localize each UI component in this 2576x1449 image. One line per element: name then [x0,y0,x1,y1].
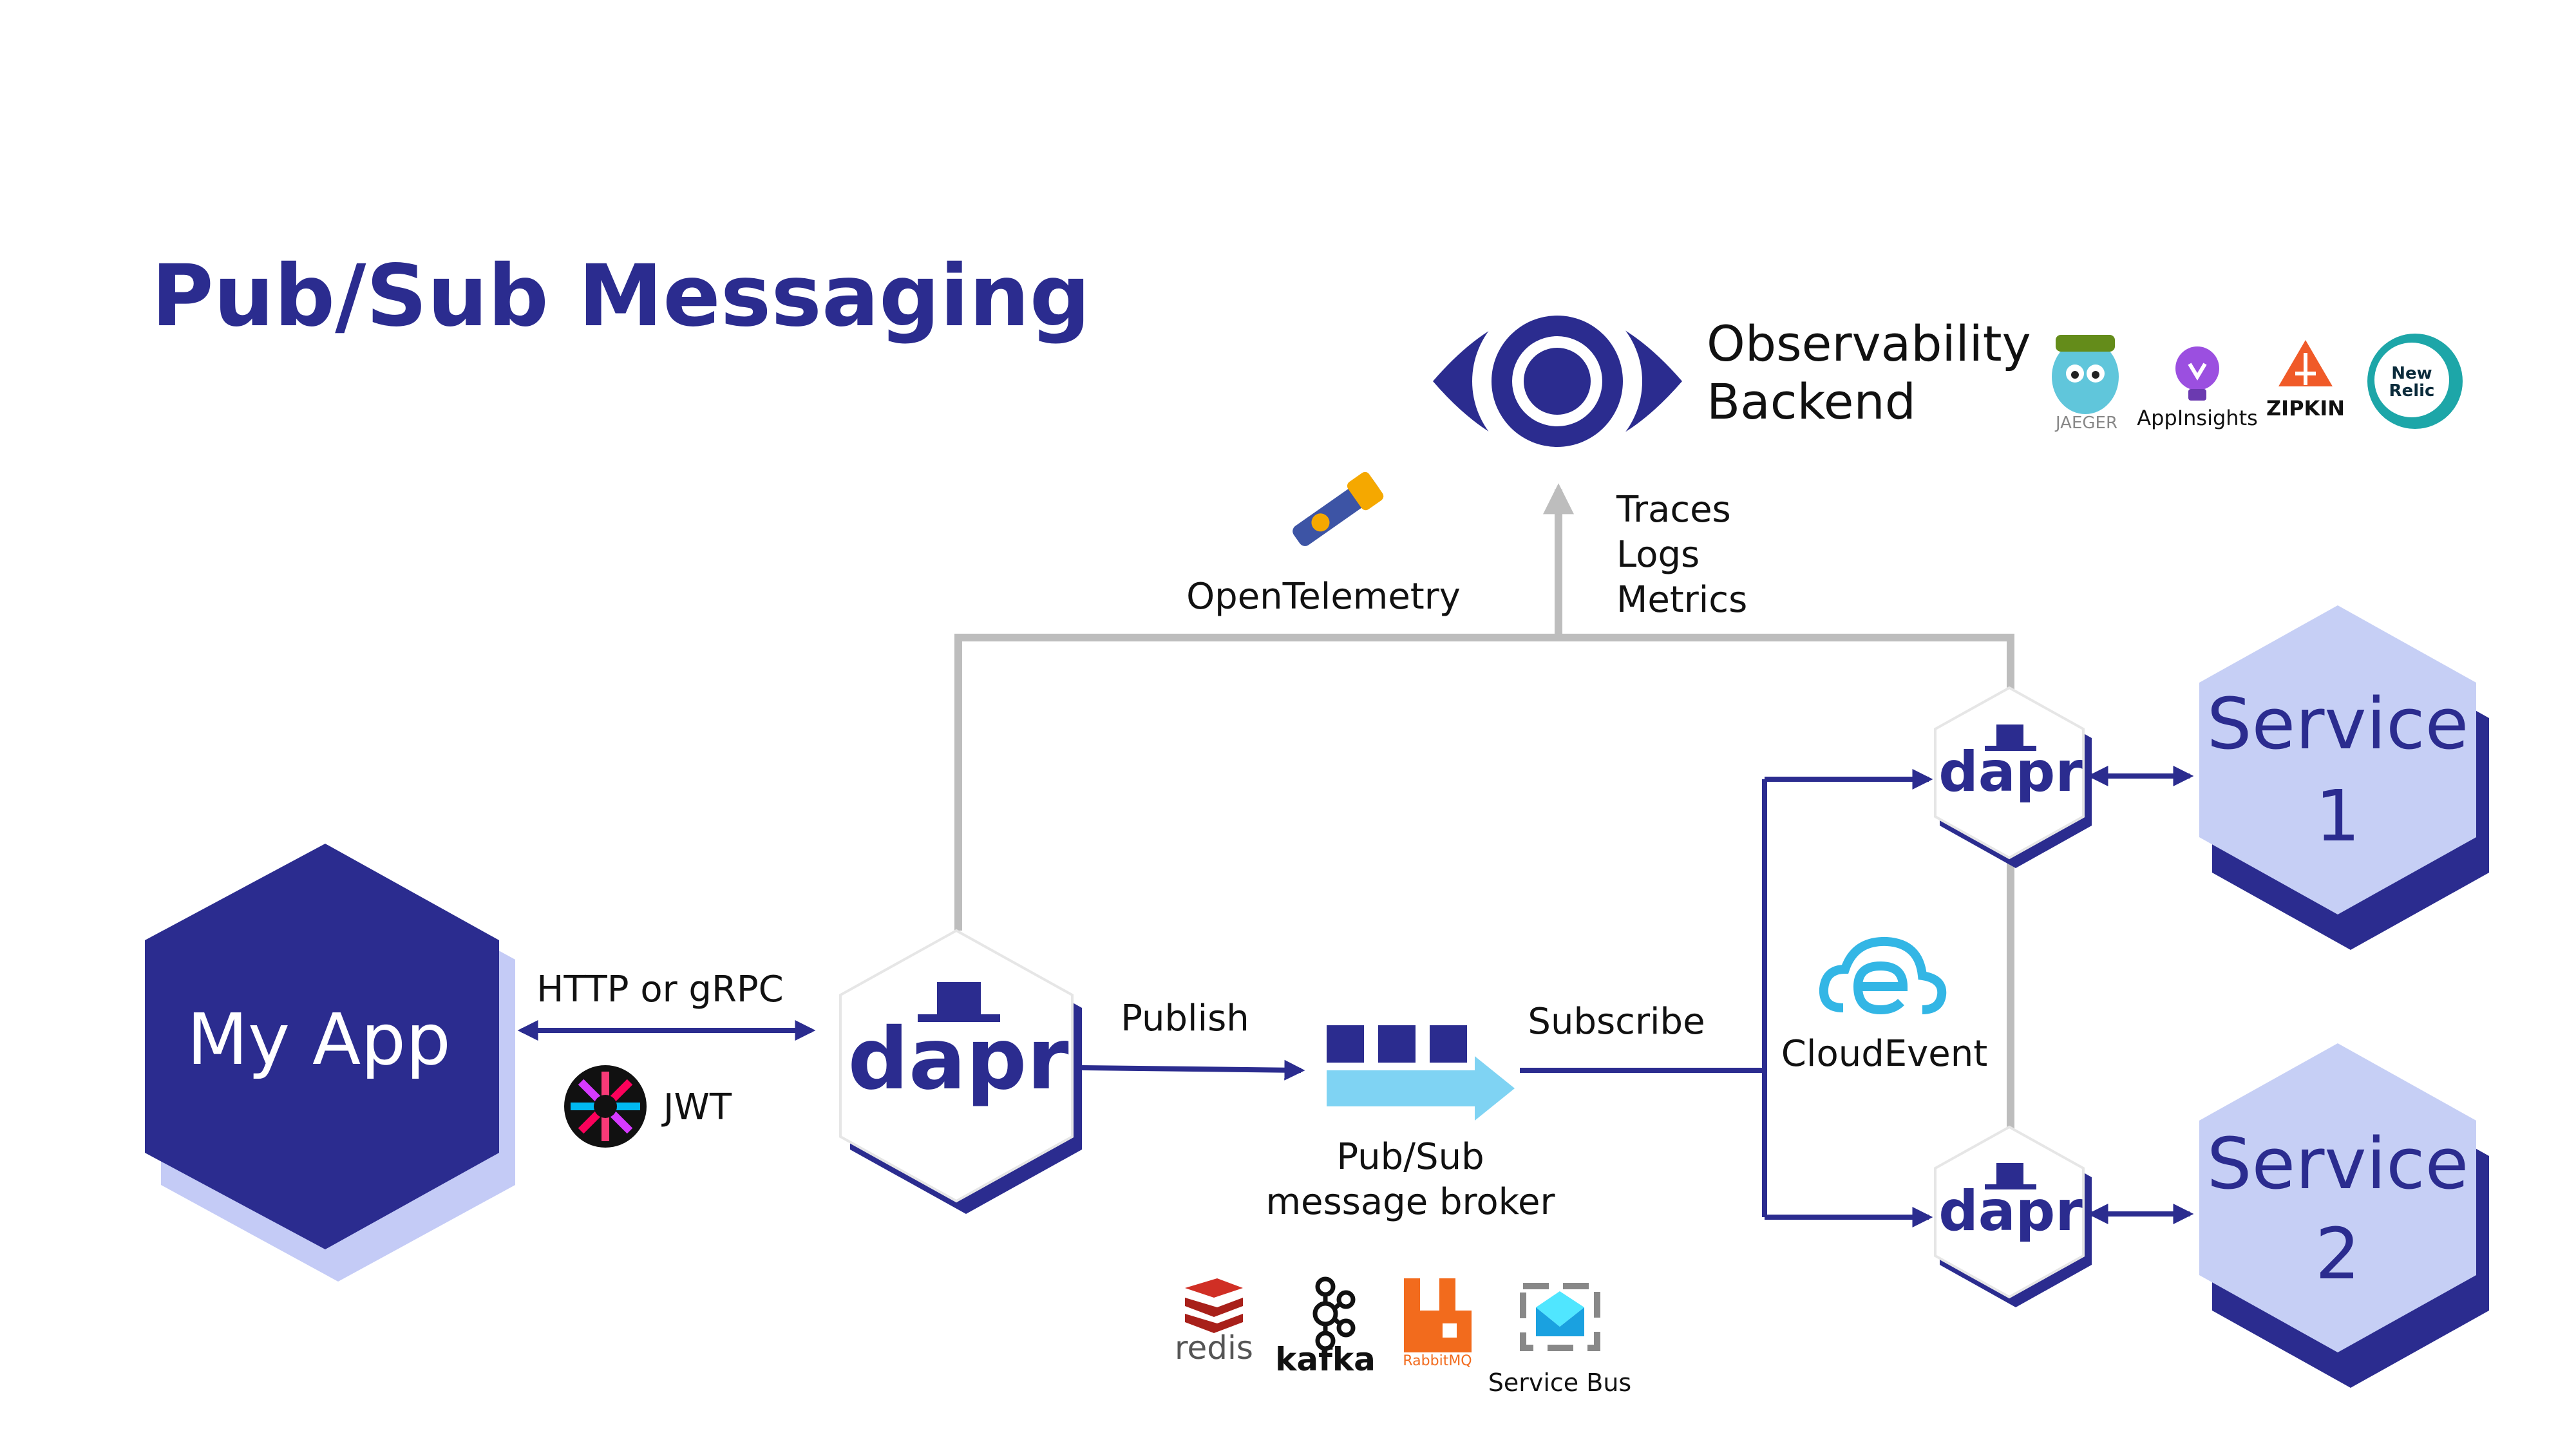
dapr-service2-hat-icon [1985,1163,2036,1189]
appinsights-label: AppInsights [2137,406,2258,430]
kafka-label: kafka [1275,1341,1376,1378]
jwt-icon [564,1065,647,1148]
publish-arrow [1081,1059,1305,1081]
dapr-service1-hexagon [1934,686,2085,860]
observability-title-line1: Observability [1707,315,2031,372]
dapr-service2-label: dapr [1938,1179,2083,1244]
broker-label-line2: message broker [1266,1181,1556,1223]
signal-logs: Logs [1616,534,1700,576]
dapr-service1-hat-icon [1985,724,2036,751]
message-queue-icon [1327,1025,1515,1121]
dapr-main-hexagon [839,929,1074,1203]
subscribe-connector [1520,769,1933,1227]
zipkin-label: ZIPKIN [2266,396,2345,421]
redis-logo: redis [1175,1278,1253,1367]
signal-traces: Traces [1616,489,1731,531]
signal-metrics: Metrics [1616,579,1747,621]
http-grpc-label: HTTP or gRPC [536,969,784,1010]
observability-title-line2: Backend [1707,373,1916,430]
cloudevent-label: CloudEvent [1781,1033,1987,1075]
newrelic-label-line2: Relic [2389,381,2435,401]
my-app-label: My App [187,998,451,1081]
cloudevent-icon [1819,936,1947,1015]
kafka-logo [1312,1276,1356,1351]
observability-connectors [954,483,2014,1133]
service1-label-line1: Service [2207,683,2469,765]
appinsights-logo: AppInsights [2137,346,2258,430]
service2-hexagon [2199,1043,2476,1352]
jaeger-label: JAEGER [2054,413,2117,433]
my-app-hexagon [145,844,499,1249]
dapr-hat-icon [918,982,1000,1022]
opentelemetry-label: OpenTelemetry [1186,576,1461,618]
servicebus-logo: Service Bus [1488,1283,1631,1397]
newrelic-logo: New Relic [2367,334,2463,429]
redis-label: redis [1175,1329,1253,1367]
jwt-label: JWT [661,1086,732,1128]
opentelemetry-icon [1293,471,1384,546]
dapr-main-label: dapr [848,1010,1068,1109]
rabbitmq-label: RabbitMQ [1403,1353,1472,1369]
page-title: Pub/Sub Messaging [151,247,1090,346]
dapr-service2-hexagon [1934,1125,2085,1299]
service1-hexagon [2199,605,2476,914]
subscribe-label: Subscribe [1528,1001,1705,1043]
dapr-service1-label: dapr [1938,740,2083,804]
publish-label: Publish [1121,998,1249,1039]
service1-label-line2: 1 [2315,775,2360,857]
service2-label-line1: Service [2207,1122,2469,1205]
broker-label-line1: Pub/Sub [1336,1136,1484,1178]
newrelic-label-line1: New [2391,364,2432,383]
servicebus-label: Service Bus [1488,1368,1631,1397]
jaeger-logo: JAEGER [2052,335,2119,433]
rabbitmq-logo: RabbitMQ [1403,1278,1472,1369]
zipkin-logo: ZIPKIN [2266,340,2345,421]
eye-icon [1433,296,1682,466]
service2-label-line2: 2 [2315,1213,2360,1295]
